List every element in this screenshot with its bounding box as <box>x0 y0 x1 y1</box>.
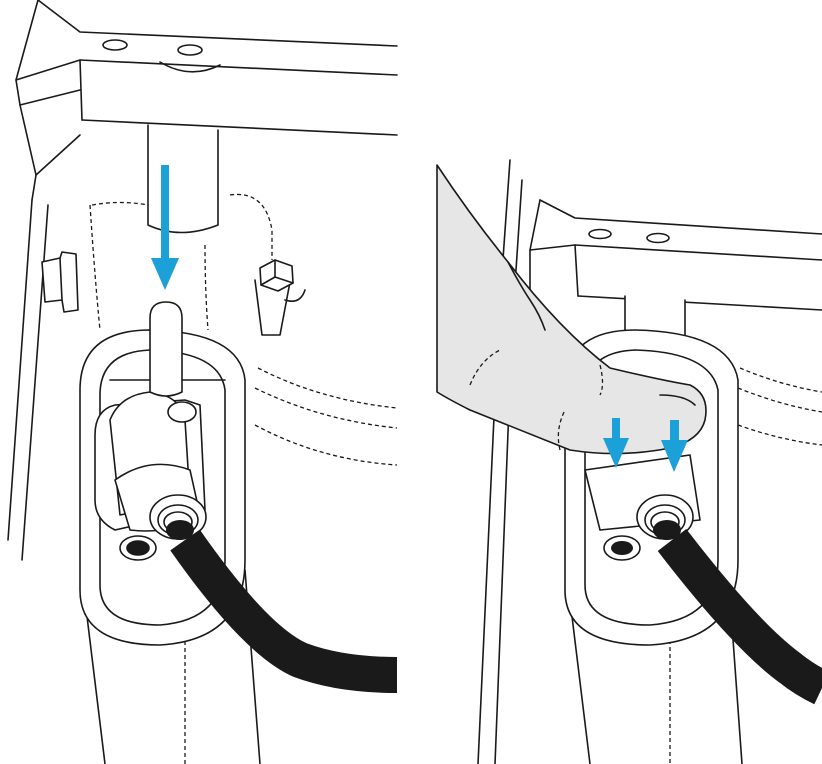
panel-right <box>437 160 822 764</box>
panel-left <box>8 0 397 764</box>
spout-stem-left <box>148 125 218 233</box>
hex-bolt-icon <box>255 260 305 335</box>
wall-knob-left <box>42 252 78 312</box>
tube-left <box>150 302 182 396</box>
